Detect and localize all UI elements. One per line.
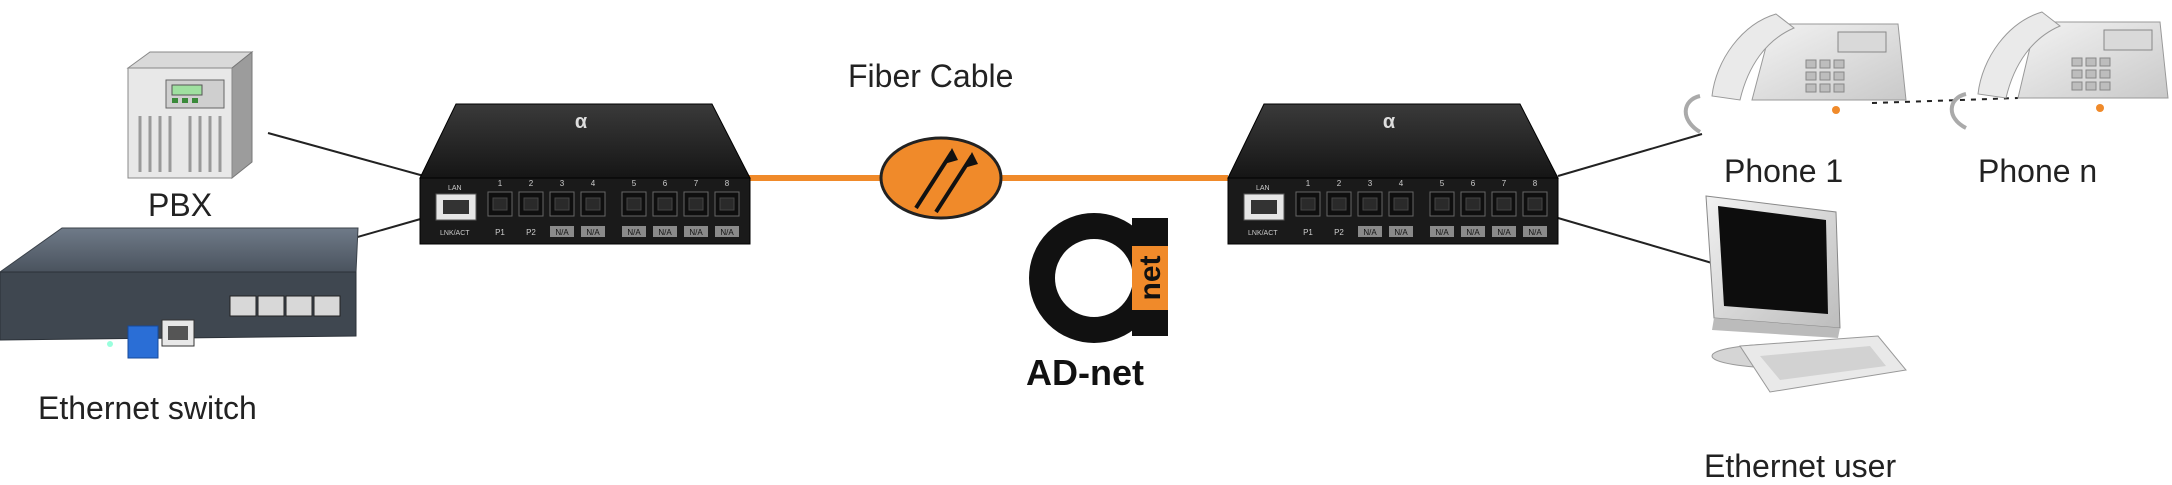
rj11-socket [1527, 197, 1543, 211]
port-tag-badge [622, 226, 646, 237]
rj11-port [1429, 191, 1455, 217]
port-number: 7 [1502, 179, 1507, 188]
port-number: 1 [1306, 179, 1311, 188]
port-tag-badge [1430, 226, 1454, 237]
rj11-socket [1496, 197, 1512, 211]
phone-1-icon [1683, 13, 1907, 134]
port-tag: P1 [1303, 228, 1313, 237]
logo-net-text: net [1134, 255, 1167, 300]
port-number: 5 [632, 179, 637, 188]
port-tag-badge [1389, 226, 1413, 237]
port-number: 2 [529, 179, 534, 188]
port-tag: N/A [555, 228, 569, 237]
lan-label: LAN [448, 185, 462, 192]
label-phone-n: Phone n [1978, 153, 2098, 189]
fiber-converter-right: α LAN LNK/ACT 1P1 2P2 3N/A 4N/A 5N/A 6N/A 7N/A… [1227, 103, 1559, 245]
port-tag-badge [550, 226, 574, 237]
port-number: 3 [1368, 179, 1373, 188]
ethernet-switch-icon [0, 227, 359, 359]
lan-port [435, 193, 477, 221]
rj11-socket [492, 197, 508, 211]
port-number: 3 [560, 179, 565, 188]
port-number: 6 [1471, 179, 1476, 188]
link-label: LNK/ACT [440, 230, 470, 237]
phone-ports: 1P1 2P2 3N/A 4N/A 5N/A 6N/A 7N/A 8N/A [1295, 179, 1548, 237]
port-tag: N/A [586, 228, 600, 237]
rj11-socket [1465, 197, 1481, 211]
port-tag-badge [1358, 226, 1382, 237]
link-label: LNK/ACT [1248, 230, 1278, 237]
rj11-socket [626, 197, 642, 211]
user-link [1557, 217, 1713, 264]
adnet-logo: net [1029, 213, 1168, 343]
port-number: 6 [663, 179, 668, 188]
rj11-socket [1300, 197, 1316, 211]
label-pbx: PBX [148, 187, 213, 223]
rj11-socket [1331, 197, 1347, 211]
port-tag: N/A [689, 228, 703, 237]
port-number: 8 [1533, 179, 1538, 188]
port-tag-badge [1523, 226, 1547, 237]
port-tag: N/A [1363, 228, 1377, 237]
port-tag-badge [715, 226, 739, 237]
port-tag-badge [684, 226, 708, 237]
phone-n-icon [1949, 11, 2169, 130]
fiber-converter-left: α LAN LNK/ACT 1P1 2P2 3N/A 4N/A 5N/A 6N/A 7N/A… [419, 103, 751, 245]
label-ethernet-switch: Ethernet switch [38, 390, 257, 426]
port-tag: N/A [1528, 228, 1542, 237]
lan-label: LAN [1256, 185, 1270, 192]
port-number: 1 [498, 179, 503, 188]
port-number: 5 [1440, 179, 1445, 188]
port-tag-badge [581, 226, 605, 237]
label-ethernet-user: Ethernet user [1704, 448, 1897, 484]
rj11-socket [523, 197, 539, 211]
port-tag-badge [653, 226, 677, 237]
svg-text:α: α [1383, 111, 1396, 133]
rj11-socket [719, 197, 735, 211]
rj11-port [518, 191, 544, 217]
rj11-socket [554, 197, 570, 211]
rj11-socket [1362, 197, 1378, 211]
port-tag: N/A [627, 228, 641, 237]
port-tag: N/A [1394, 228, 1408, 237]
port-tag-badge [1492, 226, 1516, 237]
rj11-socket [585, 197, 601, 211]
rj11-socket [1434, 197, 1450, 211]
port-number: 4 [1399, 179, 1404, 188]
phone-chain-dotted [1871, 97, 2019, 104]
port-tag: N/A [1435, 228, 1449, 237]
pbx-icon [126, 50, 254, 180]
port-number: 7 [694, 179, 699, 188]
phone-ports: 1P1 2P2 3N/A 4N/A 5N/A 6N/A 7N/A 8N/A [487, 179, 740, 237]
port-tag: N/A [1466, 228, 1480, 237]
phone-link [1557, 133, 1703, 177]
port-tag: P2 [526, 228, 536, 237]
rj11-socket [688, 197, 704, 211]
rj11-socket [657, 197, 673, 211]
port-number: 2 [1337, 179, 1342, 188]
brand-name: AD-net [1026, 352, 1144, 393]
pbx-link [267, 132, 425, 177]
port-tag-badge [1461, 226, 1485, 237]
port-tag: N/A [1497, 228, 1511, 237]
label-fiber-cable: Fiber Cable [848, 58, 1014, 94]
computer-icon [1705, 195, 1907, 393]
port-tag: P1 [495, 228, 505, 237]
port-number: 8 [725, 179, 730, 188]
port-tag: N/A [720, 228, 734, 237]
port-number: 4 [591, 179, 596, 188]
rj11-socket [1393, 197, 1409, 211]
port-tag: N/A [658, 228, 672, 237]
svg-text:α: α [575, 111, 588, 133]
fiber-coupler-icon [879, 136, 1003, 220]
label-phone-1: Phone 1 [1724, 153, 1844, 189]
port-tag: P2 [1334, 228, 1344, 237]
